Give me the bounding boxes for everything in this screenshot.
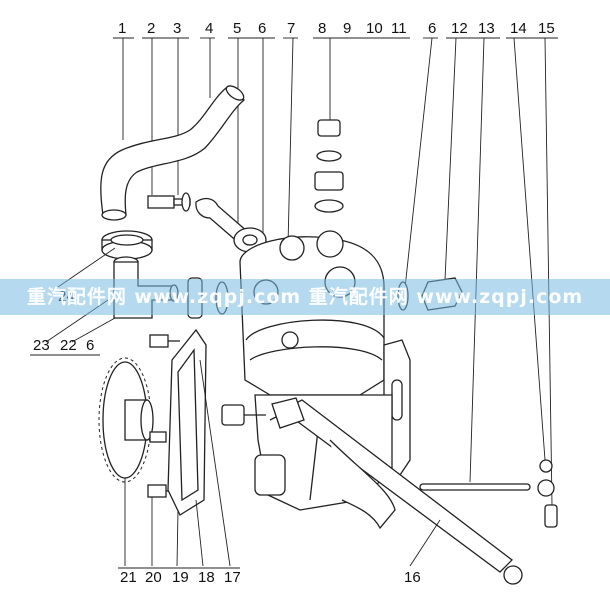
roller-bearing-part-24	[101, 230, 153, 260]
gasket-plate-part-17-18	[167, 328, 207, 516]
callout-11: 11	[391, 20, 407, 37]
callout-23: 23	[33, 337, 50, 354]
bottom-callouts: 21 20 19 18 17 16	[118, 359, 441, 586]
callout-6: 6	[258, 20, 266, 37]
callout-4: 4	[205, 20, 213, 37]
callout-14: 14	[510, 20, 527, 37]
callout-3: 3	[173, 20, 181, 37]
callout-17: 17	[224, 569, 241, 586]
watermark-band	[0, 279, 610, 315]
callout-22: 22	[60, 337, 77, 354]
callout-18: 18	[198, 569, 215, 586]
bolt-part-2-3	[147, 192, 191, 212]
top-leader-lines	[113, 37, 558, 506]
top-callouts: 1 2 3 4 5 6 7 8 9 10 11 6 12 13 14 15	[118, 20, 555, 37]
callout-6b: 6	[428, 20, 436, 37]
left-callouts: 24 23 22 6	[30, 247, 116, 356]
callout-19: 19	[172, 569, 189, 586]
callout-16: 16	[404, 569, 421, 586]
callout-8: 8	[318, 20, 326, 37]
callout-2: 2	[147, 20, 155, 37]
callout-6c: 6	[86, 337, 94, 354]
callout-1: 1	[118, 20, 126, 37]
rod-part-13	[419, 459, 555, 497]
callout-20: 20	[145, 569, 162, 586]
callout-5: 5	[233, 20, 241, 37]
nut-stack-part-8-11	[314, 119, 344, 213]
pipe-assembly-part-16	[271, 397, 523, 585]
callout-15: 15	[538, 20, 555, 37]
callout-21: 21	[120, 569, 137, 586]
callout-13: 13	[478, 20, 495, 37]
gear-part-21	[98, 357, 167, 483]
fitting-part-15	[544, 504, 558, 528]
callout-7: 7	[287, 20, 295, 37]
callout-9: 9	[343, 20, 351, 37]
hose-part-1	[100, 85, 246, 221]
callout-12: 12	[451, 20, 468, 37]
watermark-text: 重汽配件网 www.zqpj.com 重汽配件网 www.zqpj.com	[26, 286, 584, 308]
callout-10: 10	[366, 20, 383, 37]
